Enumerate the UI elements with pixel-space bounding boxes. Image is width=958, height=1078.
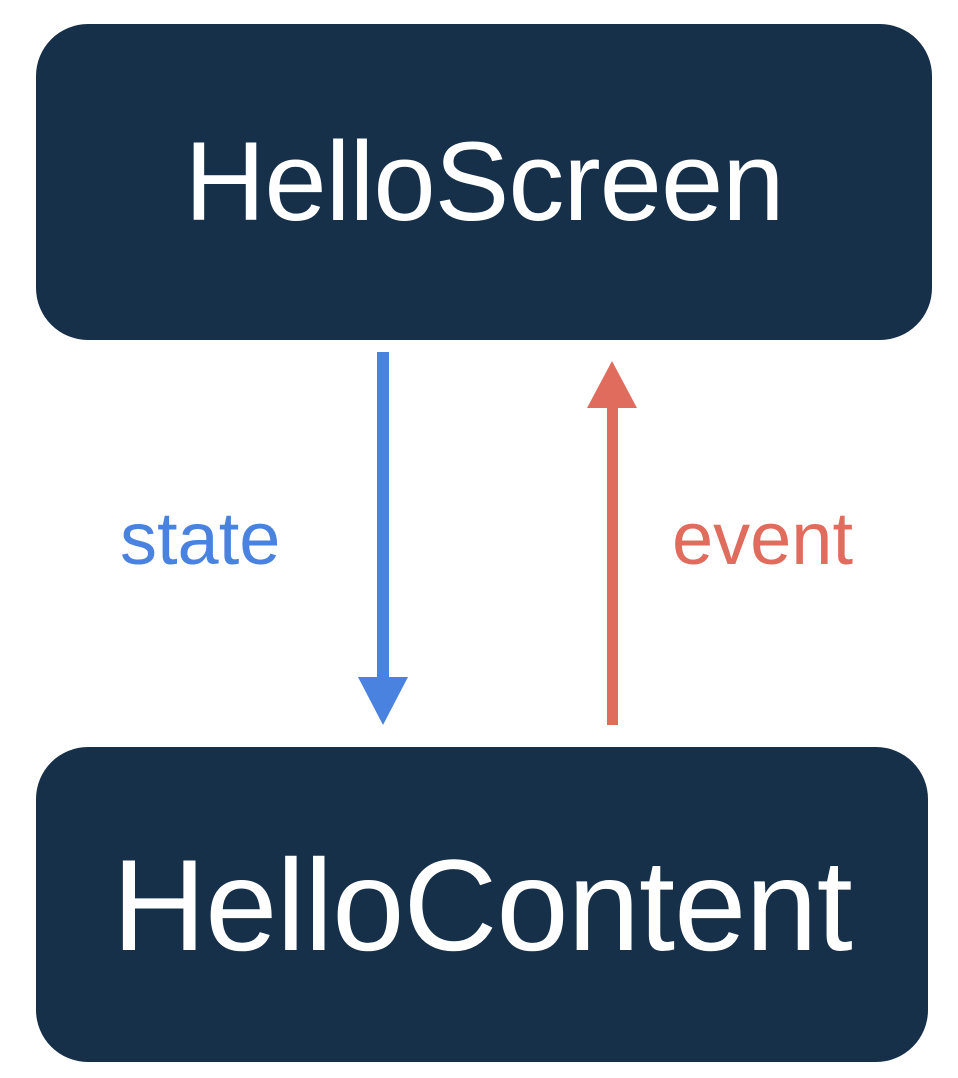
event-arrow-up-icon: [587, 361, 637, 725]
node-hello-screen-label: HelloScreen: [184, 119, 784, 244]
node-hello-screen[interactable]: HelloScreen: [36, 24, 932, 340]
edge-label-state: state: [120, 497, 281, 580]
node-hello-content[interactable]: HelloContent: [36, 747, 928, 1062]
state-arrow-down-icon: [358, 352, 408, 725]
node-hello-content-label: HelloContent: [112, 831, 853, 978]
edge-label-event: event: [672, 497, 854, 580]
